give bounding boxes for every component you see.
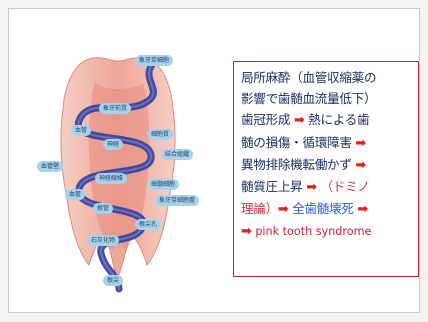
arrow-icon-6: ➡ <box>357 202 368 217</box>
text-theory: 理論） <box>241 201 278 216</box>
slide-card: 象牙芽細胞 象牙前質 血管 細胞質 神経 結合組織 血管壁 神経線維 歯髄細胞 … <box>8 8 420 313</box>
tag-label-10: 象牙芽細胞層 <box>155 195 199 206</box>
text-line-7: 理論）➡ 全歯髄壊死 ➡ <box>241 198 414 220</box>
text-heat-damage: 熱による歯 <box>308 112 369 127</box>
text-line-1: 局所麻酔（血管収縮薬の <box>241 67 414 88</box>
text-domino: （ドミノ <box>321 179 370 194</box>
text-line-4: 髄の損傷・循環障害 ➡ <box>241 132 414 154</box>
text-line-8: ➡ pink tooth syndrome <box>241 220 414 242</box>
text-pink-tooth: pink tooth syndrome <box>255 225 371 238</box>
tag-label-7: 血管壁 <box>37 161 63 172</box>
arrow-icon-4: ➡ <box>306 180 317 195</box>
tag-label-15: 根尖 <box>103 275 123 286</box>
tag-label-6: 結合組織 <box>161 149 193 160</box>
tag-label-13: 根尖孔 <box>135 219 161 230</box>
text-line-5: 異物排除機転働かず ➡ <box>241 154 414 176</box>
text-crown-prep: 歯冠形成 <box>241 112 290 127</box>
explanation-box: 局所麻酔（血管収縮薬の 影響で歯髄血流量低下） 歯冠形成 ➡ 熱による歯 髄の損… <box>233 61 419 277</box>
arrow-icon-5: ➡ <box>278 202 289 217</box>
text-line-2: 影響で歯髄血流量低下） <box>241 88 414 109</box>
tag-label-3: 血管 <box>71 125 91 136</box>
tag-label-11: 血管 <box>65 189 85 200</box>
arrow-icon-2: ➡ <box>355 136 366 151</box>
tag-label-2: 象牙前質 <box>99 103 131 114</box>
text-pulp-damage: 髄の損傷・循環障害 <box>241 135 352 150</box>
text-pressure-rise: 髄質圧上昇 <box>241 179 302 194</box>
text-line-6: 髄質圧上昇 ➡ （ドミノ <box>241 176 414 198</box>
tag-label-4: 細胞質 <box>147 129 173 140</box>
tag-label-8: 神経線維 <box>95 173 127 184</box>
tag-label-1: 象牙芽細胞 <box>135 55 173 66</box>
arrow-icon-3: ➡ <box>355 158 366 173</box>
tag-label-12: 根管 <box>93 203 113 214</box>
text-line-3: 歯冠形成 ➡ 熱による歯 <box>241 109 414 131</box>
arrow-icon-1: ➡ <box>294 113 305 128</box>
tag-label-14: 石灰化物 <box>87 235 119 246</box>
tooth-diagram: 象牙芽細胞 象牙前質 血管 細胞質 神経 結合組織 血管壁 神経線維 歯髄細胞 … <box>27 39 207 307</box>
text-foreign-body: 異物排除機転働かず <box>241 157 352 172</box>
arrow-icon-7: ➡ <box>241 224 252 239</box>
text-total-necrosis: 全歯髄壊死 <box>292 201 353 216</box>
tag-label-5: 神経 <box>103 139 123 150</box>
tag-label-9: 歯髄細胞 <box>147 179 179 190</box>
